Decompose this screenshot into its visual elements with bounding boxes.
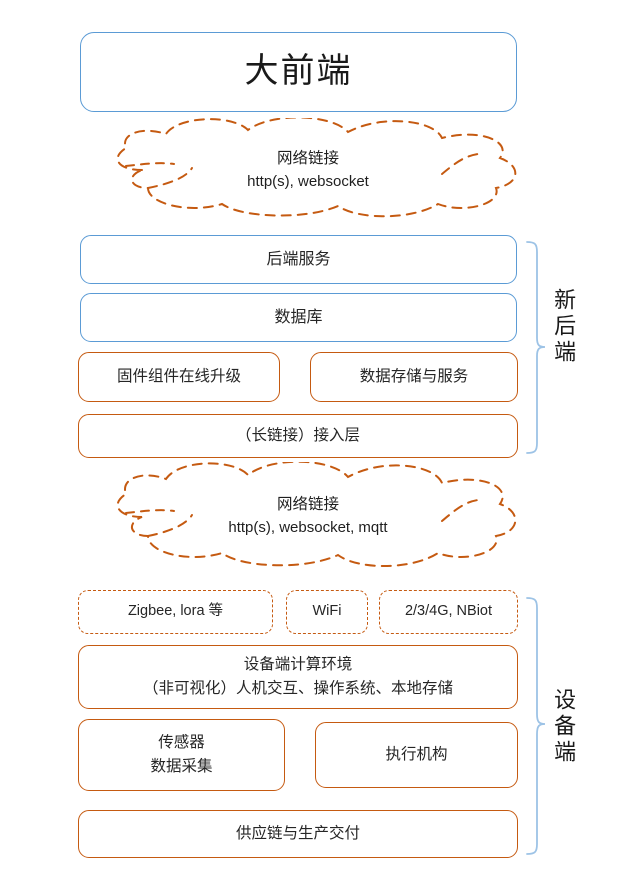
device-box-actuator[interactable]: 执行机构 [315, 722, 518, 788]
device-box-sensor[interactable]: 传感器 数据采集 [78, 719, 285, 791]
compute-line-1: 设备端计算环境 [243, 655, 353, 673]
device-box-cellular[interactable]: 2/3/4G, NBiot [379, 590, 518, 634]
cloud-line-1: 网络链接 [276, 150, 339, 167]
bracket-backend [525, 240, 547, 455]
device-box-zigbee-lora[interactable]: Zigbee, lora 等 [78, 590, 273, 634]
cloud-line-1: 网络链接 [276, 496, 339, 513]
backend-box-firmware-ota[interactable]: 固件组件在线升级 [78, 352, 280, 402]
cloud-network-link-frontend: 网络链接 http(s), websocket [82, 118, 534, 218]
backend-box-access-layer[interactable]: （长链接）接入层 [78, 414, 518, 458]
backend-box-database[interactable]: 数据库 [80, 293, 517, 342]
backend-box-data-storage[interactable]: 数据存储与服务 [310, 352, 518, 402]
device-box-compute-environment[interactable]: 设备端计算环境 （非可视化）人机交互、操作系统、本地存储 [78, 645, 518, 709]
sensor-line-2: 数据采集 [150, 757, 213, 775]
bracket-label-backend: 新后端 [550, 288, 576, 366]
title-box-frontend: 大前端 [80, 32, 517, 112]
bracket-device [525, 596, 547, 856]
device-box-supply-chain[interactable]: 供应链与生产交付 [78, 810, 518, 858]
cloud-line-2: http(s), websocket [247, 173, 369, 190]
sensor-line-1: 传感器 [158, 733, 205, 751]
compute-line-2: （非可视化）人机交互、操作系统、本地存储 [142, 679, 453, 697]
backend-box-service[interactable]: 后端服务 [80, 235, 517, 284]
device-box-wifi[interactable]: WiFi [286, 590, 368, 634]
cloud-network-link-device: 网络链接 http(s), websocket, mqtt [82, 462, 534, 568]
cloud-line-2: http(s), websocket, mqtt [228, 519, 388, 536]
bracket-label-device: 设备端 [550, 688, 576, 766]
